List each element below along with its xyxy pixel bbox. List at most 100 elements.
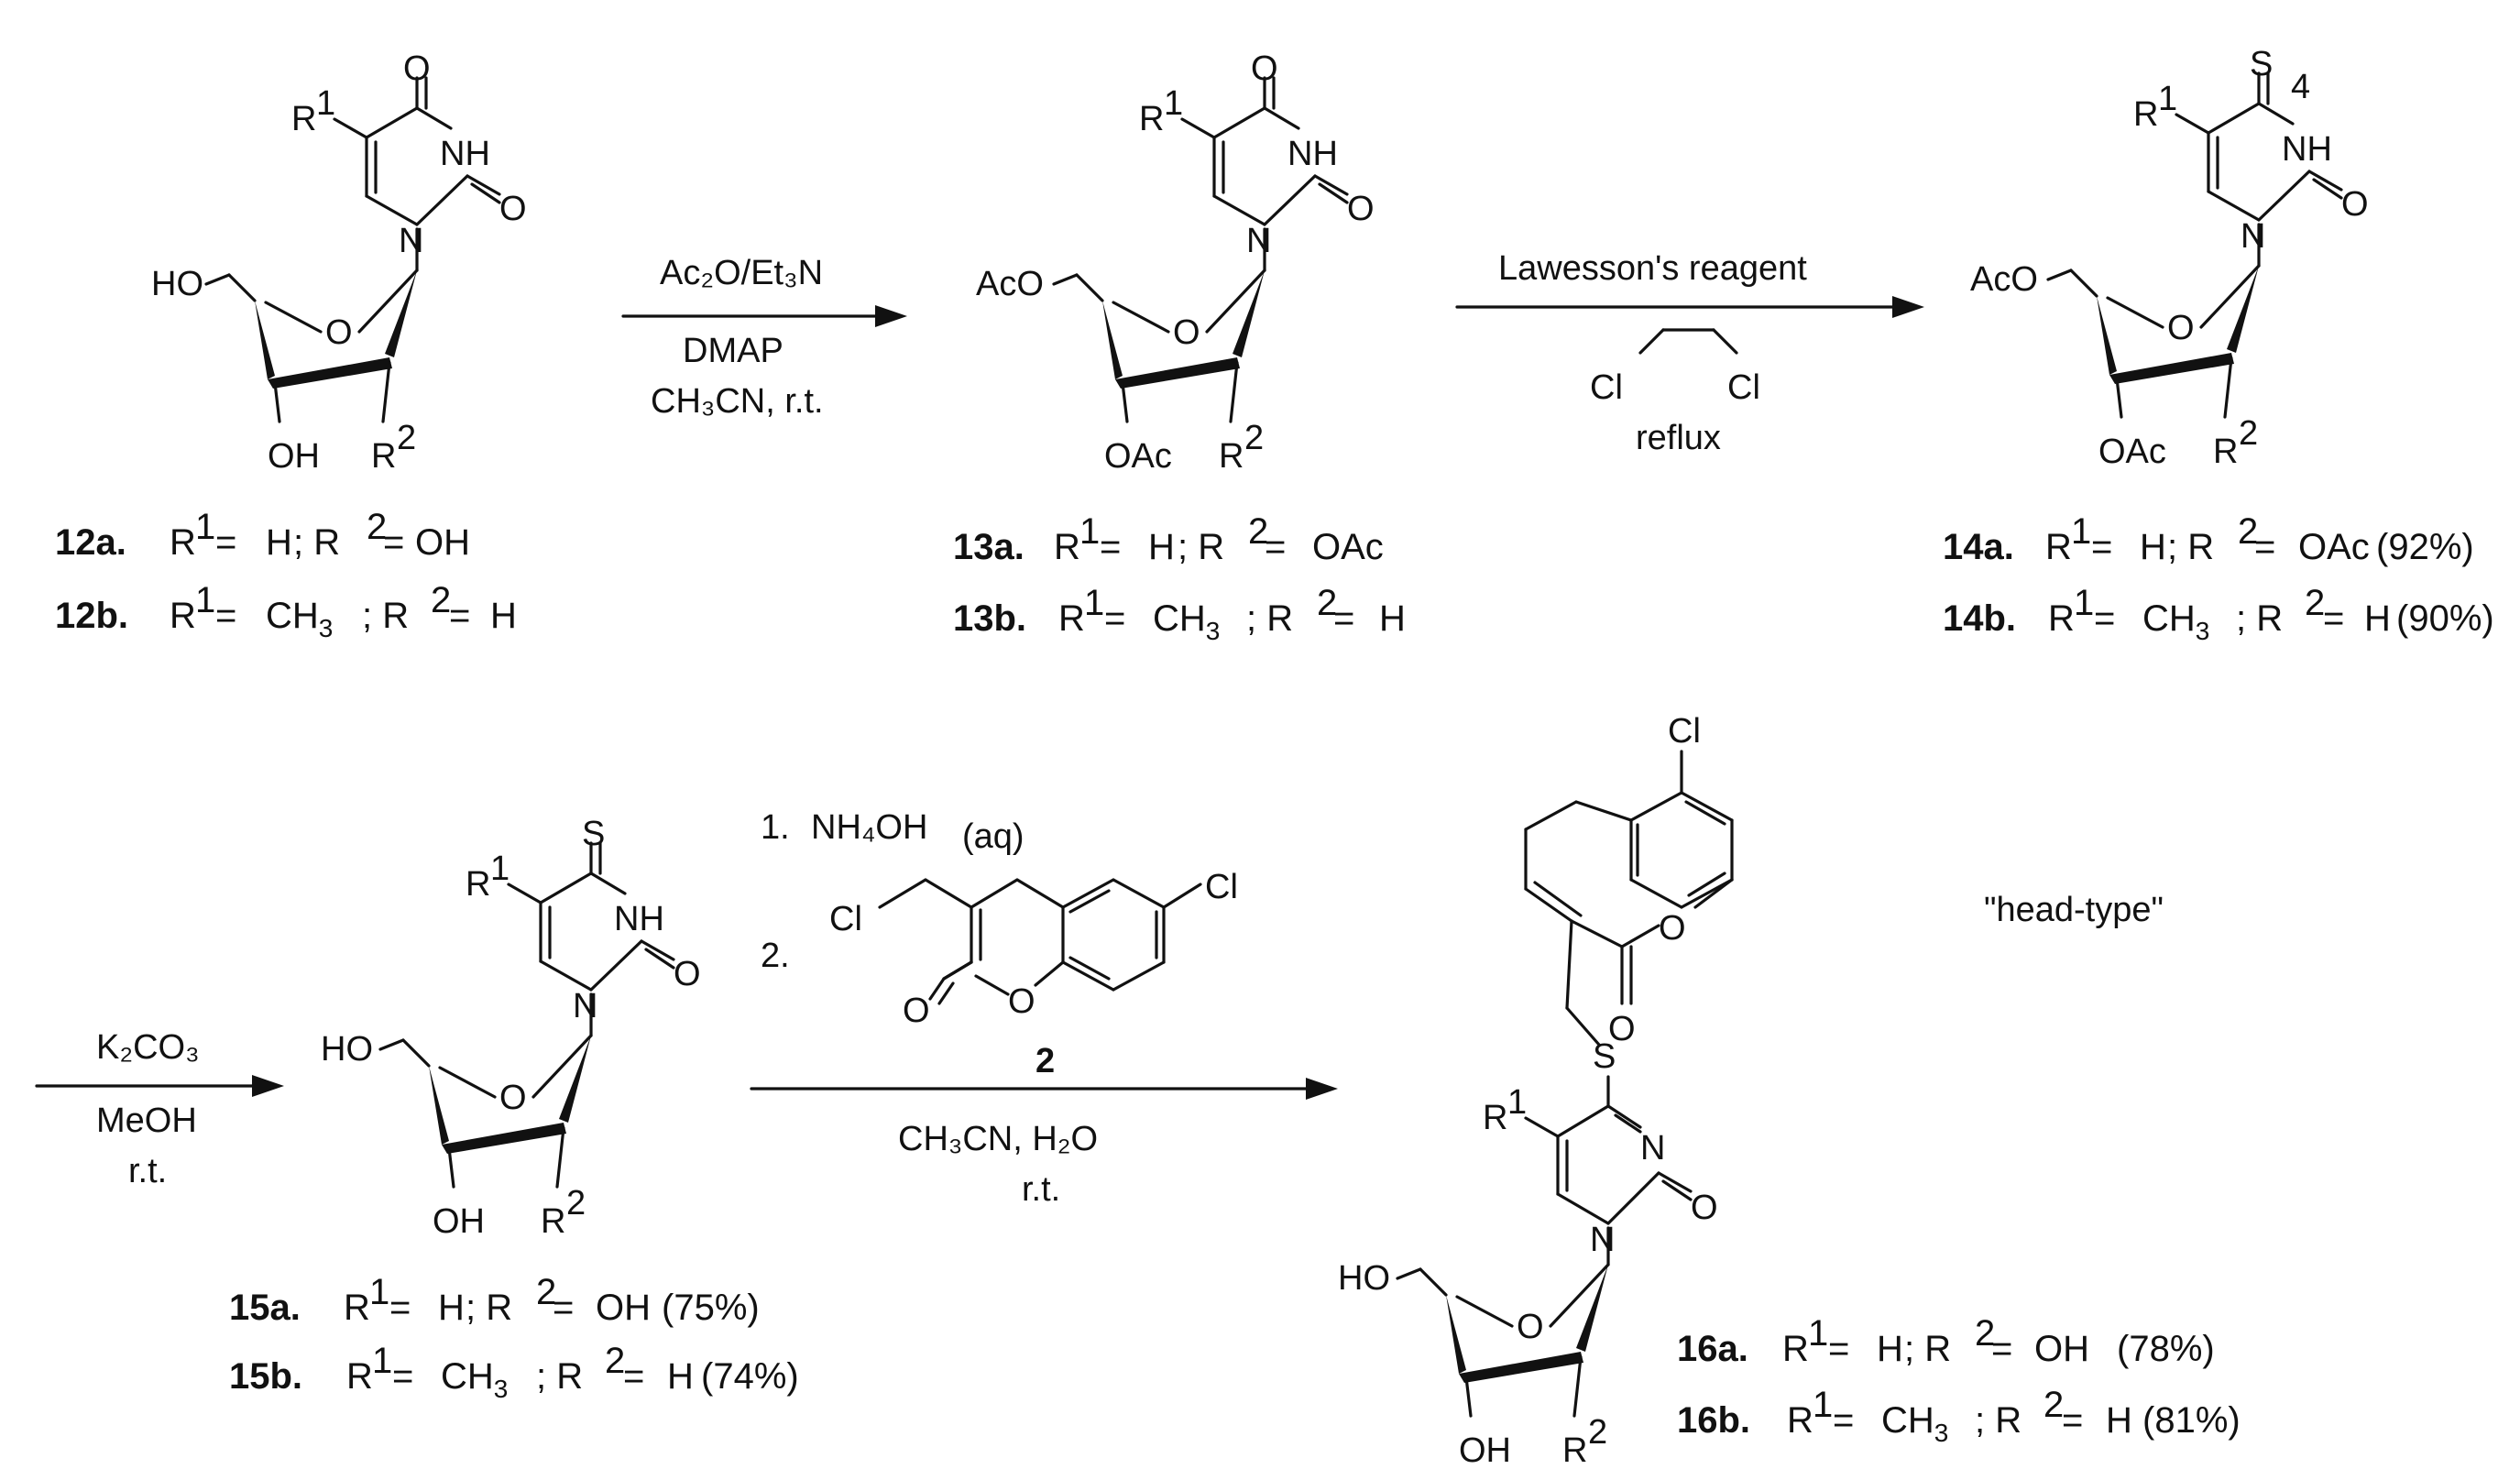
sup-1: 1 [316,84,335,123]
svg-text:16a.: 16a. [1677,1329,1748,1369]
svg-text:=: = [215,522,236,563]
svg-text:=: = [392,1356,413,1397]
svg-text:12b.: 12b. [55,596,128,636]
atom-o: O [2167,309,2195,347]
svg-text:13b.: 13b. [953,598,1026,639]
atom-o: O [1608,1010,1636,1048]
molecule-14: S 4 NH O N O AcO OAc R 2 R 1 [1970,45,2369,471]
svg-text:R: R [344,1288,370,1328]
arrow-1-top: Ac₂O/Et₃N [660,254,823,292]
atom-o: O [1008,982,1035,1021]
atom-oh: OH [1459,1431,1511,1470]
svg-text:15b.: 15b. [229,1356,302,1397]
position-4: 4 [2291,68,2310,106]
atom-r: R [2213,433,2238,471]
svg-text:1: 1 [2071,511,2091,552]
atom-ho: HO [321,1030,373,1069]
svg-text:=: = [1265,527,1286,567]
svg-text:2: 2 [431,580,451,620]
svg-text:; R: ; R [293,522,340,563]
svg-text:(78%): (78%) [2117,1329,2215,1369]
svg-text:OH: OH [415,522,470,563]
atom-n: N [1246,222,1271,260]
atom-nh: NH [2282,130,2332,169]
arrow-4: 1. NH₄OH (aq) 2. [750,808,1338,1209]
step-1-num: 1. [761,808,790,847]
svg-text:2: 2 [2043,1385,2064,1425]
step-1-sub: (aq) [962,817,1024,856]
svg-text:H: H [1877,1329,1903,1369]
atom-s: S [582,815,605,853]
sup-1: 1 [2158,80,2177,118]
head-type-note: "head-type" [1984,891,2164,929]
svg-text:; R: ; R [466,1288,512,1328]
svg-text:; R: ; R [2236,598,2283,639]
atom-o: O [1691,1189,1718,1227]
arrow-2-bot: reflux [1636,419,1721,457]
atom-nh: NH [614,900,664,938]
svg-text:(75%): (75%) [662,1288,760,1328]
atom-n: N [1590,1221,1615,1259]
svg-text:OH: OH [2034,1329,2089,1369]
arrow-3-mid: MeOH [96,1102,197,1140]
svg-text:R: R [346,1356,373,1397]
arrow-1-mid: DMAP [683,332,783,370]
atom-o: O [1251,49,1278,88]
atom-ho: HO [151,265,203,303]
atom-nh: NH [440,135,490,173]
svg-text:(90%): (90%) [2396,598,2494,639]
atom-cl: Cl [829,900,862,938]
svg-text:=: = [2254,527,2275,567]
atom-n: N [2241,217,2265,256]
atom-r: R [1139,100,1164,138]
arrow-2-top: Lawesson's reagent [1498,249,1807,288]
svg-text:=: = [383,522,404,563]
svg-text:1: 1 [1084,583,1104,623]
svg-text:; R: ; R [1246,598,1293,639]
sup-2: 2 [397,419,416,457]
svg-text:OAc: OAc [2298,527,2370,567]
svg-text:14a.: 14a. [1943,527,2014,567]
atom-o: O [499,1079,527,1117]
svg-text:2: 2 [1975,1313,1995,1354]
atom-o: O [1659,909,1686,948]
atom-s: S [1593,1037,1616,1076]
svg-text:H: H [490,596,517,636]
atom-aco: AcO [976,265,1044,303]
svg-text:=: = [2062,1400,2083,1441]
molecule-15: S NH O N O HO OH R 2 R 1 [321,815,701,1241]
arrow-1-bot: CH₃CN, r.t. [651,382,824,421]
atom-r: R [1483,1099,1507,1137]
step-1-reagent: NH₄OH [811,808,927,847]
svg-text:1: 1 [1813,1385,1833,1425]
arrow-3: K₂CO₃ MeOH r.t. [35,1028,284,1190]
atom-oac: OAc [2098,433,2166,471]
atom-o: O [499,190,527,228]
svg-text:1: 1 [369,1272,389,1312]
svg-text:=: = [1100,527,1121,567]
svg-text:OAc: OAc [1312,527,1384,567]
atom-o: O [903,992,930,1030]
atom-r: R [1219,437,1244,476]
svg-text:=: = [1833,1400,1854,1441]
svg-text:=: = [2094,598,2115,639]
svg-text:R: R [2048,598,2075,639]
atom-nh: NH [1287,135,1338,173]
atom-n: N [573,987,597,1025]
sup-1: 1 [490,850,509,888]
svg-text:H: H [2106,1400,2132,1441]
svg-text:H: H [266,522,292,563]
svg-text:CH3: CH3 [441,1356,508,1403]
svg-text:; R: ; R [1178,527,1224,567]
svg-text:2: 2 [605,1341,625,1381]
arrow-2-cl: Cl [1727,368,1760,407]
arrow-2: Lawesson's reagent Cl Cl reflux [1455,249,1924,457]
